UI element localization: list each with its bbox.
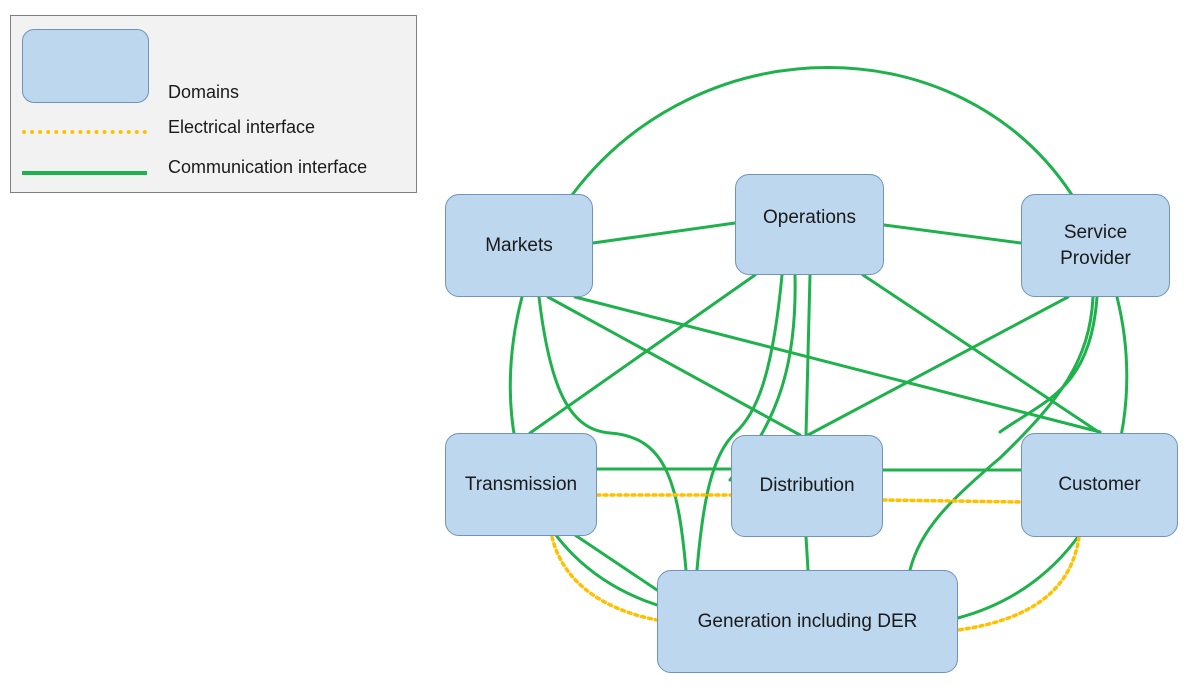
domain-transmission-label: Transmission (464, 473, 578, 495)
legend-electrical-line (22, 130, 147, 134)
domain-generation-label: Generation including DER (697, 610, 918, 632)
legend-communication-label: Communication interface (168, 157, 368, 177)
domain-distribution-label: Distribution (759, 475, 855, 497)
legend-electrical-label: Electrical interface (168, 117, 316, 137)
comm-link-markets-generation-inner (537, 295, 688, 572)
domain-transmission: Transmission (445, 433, 597, 536)
domain-markets: Markets (445, 194, 593, 297)
comm-link-operations-service-provider (882, 223, 1023, 245)
comm-link-operations-generation-a (695, 273, 784, 572)
domain-markets-label: Markets (485, 234, 553, 256)
legend: Domains Electrical interface Communicati… (10, 15, 417, 193)
comm-link-transmission-generation (573, 533, 659, 592)
comm-link-markets-service-provider-arc (570, 66, 1074, 197)
comm-link-markets-operations (591, 221, 737, 245)
legend-communication-line (22, 171, 147, 175)
domain-customer-label: Customer (1058, 474, 1141, 496)
comm-link-service-provider-distribution (806, 295, 1070, 437)
domain-distribution: Distribution (731, 435, 883, 537)
domain-customer: Customer (1021, 433, 1178, 537)
comm-link-operations-distribution (804, 273, 812, 437)
comm-link-operations-transmission (528, 273, 757, 435)
domain-operations: Operations (735, 174, 884, 275)
comm-link-markets-customer (573, 295, 1102, 434)
comm-link-operations-customer (861, 273, 1102, 435)
elec-link-customer-generation (956, 535, 1081, 632)
domain-service-provider-label: Service Provider (1060, 221, 1131, 269)
elec-link-transmission-generation (550, 535, 659, 622)
comm-link-markets-distribution (546, 295, 802, 437)
legend-domain-swatch (22, 29, 149, 103)
elec-link-distribution-customer (881, 498, 1023, 504)
domain-operations-label: Operations (763, 206, 856, 228)
comm-link-distribution-generation (804, 535, 810, 572)
legend-domains-label: Domains (168, 82, 240, 102)
comm-link-service-provider-customer-curve (998, 295, 1099, 434)
comm-link-service-provider-generation-inner (908, 295, 1095, 572)
domain-generation: Generation including DER (657, 570, 958, 673)
domain-service-provider: Service Provider (1021, 194, 1170, 297)
